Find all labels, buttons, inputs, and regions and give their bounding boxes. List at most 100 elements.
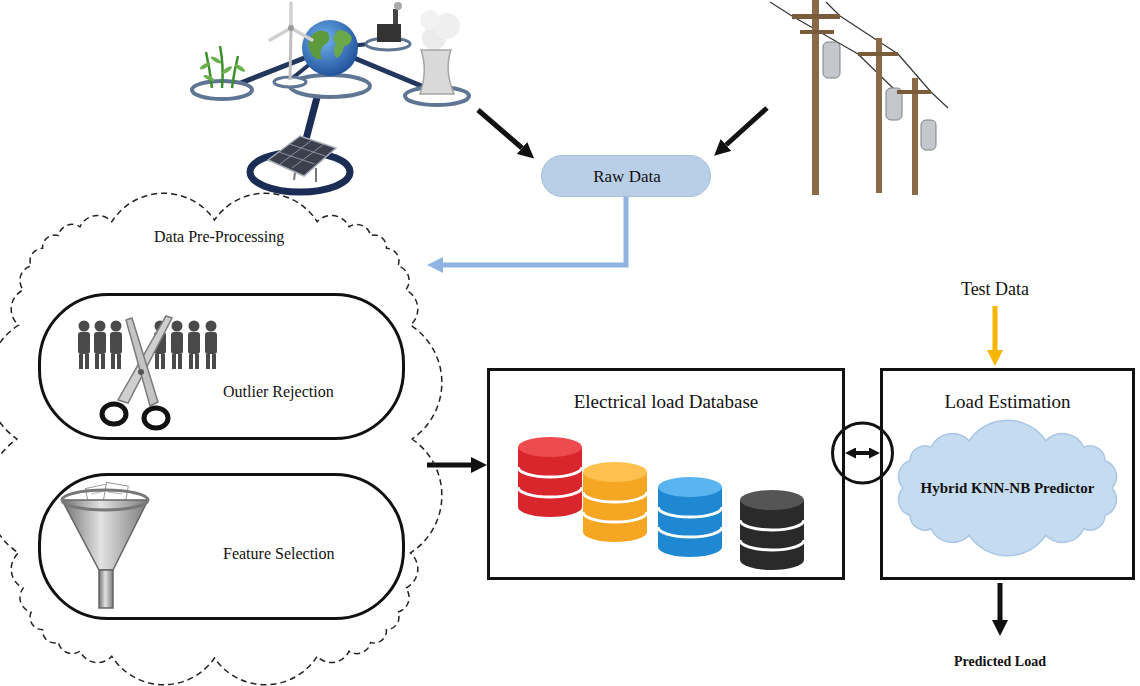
node-heading: Outlier Rejection (223, 382, 334, 401)
person-body (94, 332, 106, 354)
output-arrow (998, 583, 1003, 620)
plant-leaf (221, 65, 233, 75)
person-head (206, 321, 217, 332)
cylinder-top (658, 477, 722, 497)
transformer (823, 42, 840, 78)
person-leg (155, 354, 159, 369)
process-box: Outlier Rejection (38, 293, 405, 440)
person-head (79, 321, 90, 332)
cylinder-base (518, 497, 582, 517)
pole (876, 38, 882, 193)
cylinder-band (518, 467, 582, 477)
solar-panel (268, 136, 336, 176)
cylinder-band (583, 492, 647, 502)
windmill-blade (270, 28, 291, 40)
person-leg (101, 354, 105, 369)
funnel-rim (62, 490, 148, 510)
person-leg (206, 354, 210, 369)
connector-ring (833, 423, 893, 483)
process-box: Feature Selection (38, 473, 405, 620)
scissors-handle (144, 408, 168, 428)
plant-leaf (234, 63, 246, 73)
person-body (171, 332, 183, 354)
funnel-icon (62, 482, 148, 608)
plant-stem (232, 56, 238, 88)
paper-line (108, 492, 122, 494)
node-heading: Electrical load Database (574, 391, 759, 414)
group-outline (0, 193, 442, 684)
person-leg (189, 354, 193, 369)
person-leg (212, 354, 216, 369)
pole (912, 78, 918, 195)
cylinder-base (583, 522, 647, 542)
globe (302, 20, 358, 76)
predictor-cloud: Hybrid KNN-NB Predictor (890, 427, 1125, 549)
globe-land (308, 30, 329, 59)
steam (420, 10, 440, 30)
cylinder-band (740, 520, 804, 530)
source-pill: Raw Data (541, 155, 711, 197)
power-wire (826, 2, 840, 16)
crossarm (800, 30, 834, 34)
node-heading: Data Pre-Processing (154, 227, 284, 246)
process-group: Outlier RejectionFeature Selection Data P… (2, 205, 427, 673)
cylinder-band (658, 507, 722, 517)
pole (812, 0, 819, 195)
database-icon (740, 490, 804, 570)
crossarm (897, 90, 931, 94)
database-box: Electrical load Database (487, 368, 845, 580)
flow-arrow (443, 197, 626, 265)
scissors-blade (126, 318, 158, 406)
person-head (111, 321, 122, 332)
factory-chimney (393, 9, 398, 24)
person-leg (195, 354, 199, 369)
panel-leg (315, 168, 317, 182)
cylinder-top (740, 490, 804, 510)
cylinder-band (658, 527, 722, 537)
database-icon (583, 462, 647, 542)
panel-grid (289, 144, 325, 156)
input-arrow (993, 306, 998, 350)
person-body (110, 332, 122, 354)
power-wire (931, 92, 948, 108)
transformer (921, 120, 936, 150)
person-body (188, 332, 200, 354)
output-label: Predicted Load (954, 654, 1046, 671)
node-label: Raw Data (593, 167, 661, 187)
crossarm (792, 14, 840, 19)
person-leg (172, 354, 176, 369)
source-arrow (478, 110, 522, 148)
node-heading: Feature Selection (223, 544, 335, 563)
flow-arrow (856, 451, 869, 455)
source-arrow (726, 108, 767, 145)
windmill-blade (289, 3, 293, 28)
globe-land (333, 30, 352, 58)
person-body (78, 332, 90, 354)
scissors-handle (102, 404, 126, 424)
panel-grid (292, 144, 324, 168)
windmill-tower (290, 30, 291, 80)
person-head (95, 321, 106, 332)
cooling-tower (420, 50, 454, 94)
crossarm (858, 52, 898, 56)
database-icon (658, 477, 722, 557)
smoke (394, 2, 402, 10)
person-leg (161, 354, 165, 369)
power-wire (840, 16, 898, 54)
power-wire (770, 2, 792, 16)
plant-stem (220, 46, 223, 88)
cylinder-base (740, 550, 804, 570)
person-leg (178, 354, 182, 369)
plant-leaf (203, 74, 216, 83)
person-leg (111, 354, 115, 369)
person-body (205, 332, 217, 354)
database-icon (518, 437, 582, 517)
person-leg (95, 354, 99, 369)
panel-grid (280, 140, 312, 164)
plant-leaf (210, 55, 222, 64)
plant-leaf (199, 61, 211, 70)
input-label: Test Data (961, 279, 1029, 301)
cloud-shape (899, 420, 1117, 556)
